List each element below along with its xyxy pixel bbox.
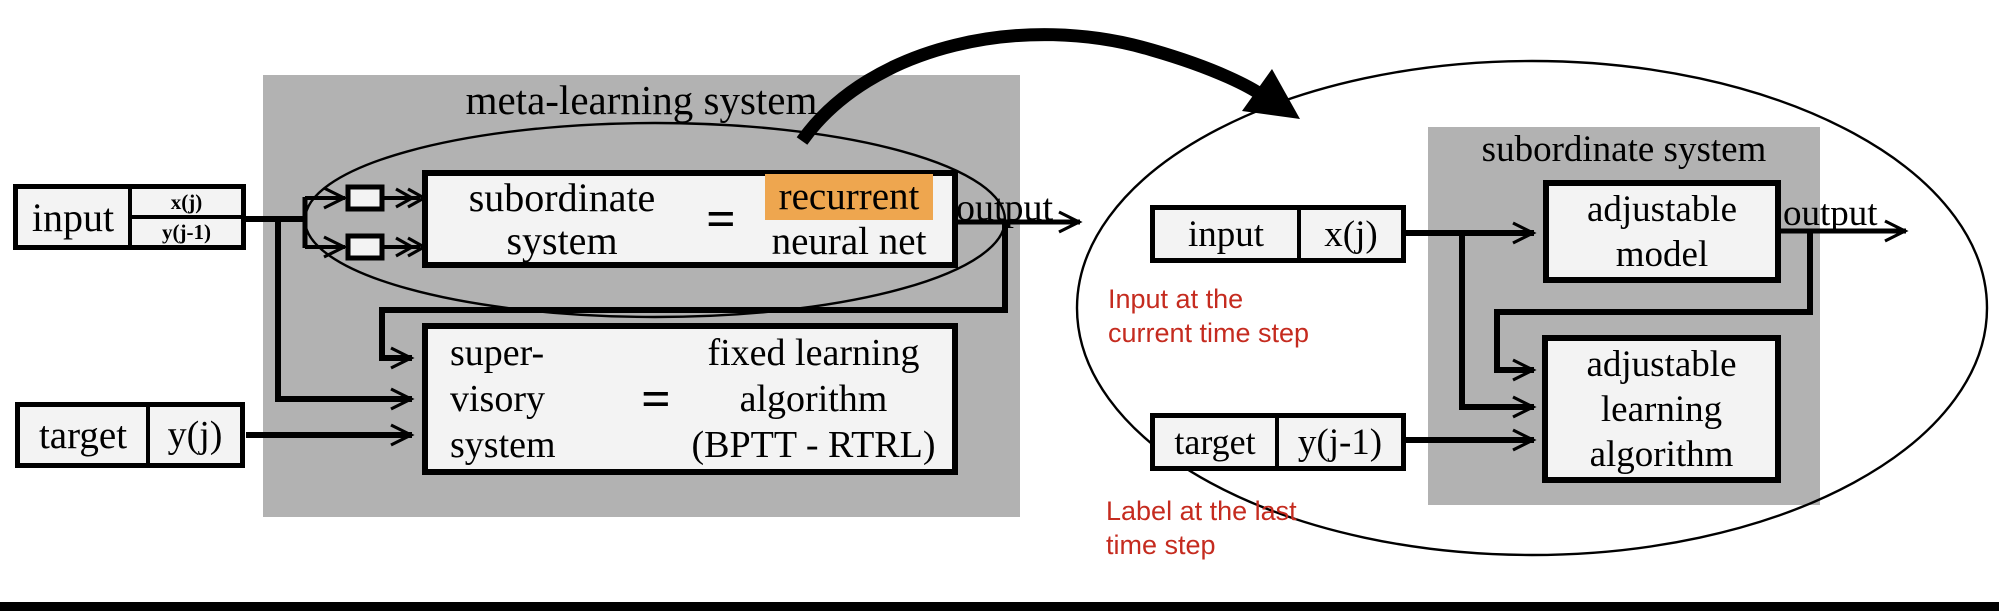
adjustable-learning-line2: learning (1600, 388, 1723, 430)
adjustable-learning-box: adjustable learning algorithm (1542, 335, 1781, 483)
adjustable-learning-text: adjustable learning algorithm (1548, 341, 1775, 477)
detail-feedback-line (1494, 231, 1813, 382)
detail-target-value: y(j-1) (1297, 421, 1383, 463)
supervisory-definition: fixed learning algorithm (BPTT - RTRL) (687, 330, 940, 468)
subordinate-name-line2: system (506, 218, 618, 263)
input-to-supervisory-line (275, 219, 415, 411)
supervisory-name-line2: visory (450, 378, 545, 420)
detail-target-label: target (1155, 418, 1279, 466)
connector-rect-bottom (345, 233, 385, 261)
input-signal-column: x(j) y(j-1) (132, 189, 241, 245)
supervisory-name-line3: system (450, 424, 556, 466)
recurrent-highlight: recurrent (756, 174, 942, 220)
bottom-rule (0, 602, 1999, 611)
output-feedback-line (379, 222, 1008, 370)
input-signal-xj: x(j) (132, 189, 241, 219)
double-chevron-icon (395, 187, 416, 209)
double-chevron-icon (395, 236, 416, 258)
supervisory-name-line1: super- (450, 332, 545, 374)
output-label-left: output (956, 187, 1054, 229)
target-annotation-line1: Label at the last (1106, 496, 1297, 526)
input-signal-yj1: y(j-1) (162, 219, 211, 244)
subordinate-name: subordinate system (438, 176, 686, 262)
supervisory-system-box: super- visory system = fixed learning al… (422, 323, 958, 475)
subordinate-system-box: subordinate system = recurrent neural ne… (422, 170, 958, 268)
detail-input-box: input x(j) (1150, 205, 1406, 263)
right-system-ellipse (1075, 59, 1989, 557)
subordinate-definition: recurrent neural net (756, 174, 942, 264)
target-box: target y(j) (15, 402, 245, 468)
subordinate-system-title: subordinate system (1481, 129, 1767, 170)
detail-target-box: target y(j-1) (1150, 413, 1406, 471)
supervisory-name: super- visory system (440, 330, 625, 468)
input-annotation-line2: current time step (1108, 318, 1310, 348)
target-label: target (20, 407, 150, 463)
supervisory-def-line1: fixed learning (707, 332, 920, 374)
target-value: y(j) (167, 414, 223, 456)
connector-rect-top (345, 184, 385, 212)
target-annotation: Label at the last time step (1106, 494, 1297, 562)
subordinate-name-line1: subordinate (468, 175, 656, 220)
adjustable-model-box: adjustable model (1543, 180, 1781, 283)
adjustable-learning-line1: adjustable (1586, 343, 1737, 385)
detail-input-value: x(j) (1324, 213, 1378, 255)
neural-net-line: neural net (771, 220, 927, 263)
adjustable-model-line1: adjustable (1586, 188, 1737, 230)
recurrent-highlight-text: recurrent (764, 174, 934, 220)
input-annotation-line1: Input at the (1108, 284, 1244, 314)
input-label: input (18, 189, 132, 245)
meta-learning-title: meta-learning system (465, 77, 818, 123)
target-annotation-line2: time step (1106, 530, 1216, 560)
supervisory-def-line2: algorithm (739, 378, 888, 420)
meta-to-detail-arrowhead-icon (1242, 69, 1300, 119)
adjustable-model-text: adjustable model (1549, 186, 1775, 277)
equals-sign: = (706, 190, 736, 248)
meta-to-detail-arrow (796, 28, 1267, 145)
detail-input-label: input (1155, 210, 1301, 258)
equals-sign: = (641, 370, 671, 428)
output-label-right: output (1783, 193, 1878, 234)
input-annotation: Input at the current time step (1108, 282, 1309, 350)
adjustable-learning-line3: algorithm (1589, 433, 1734, 475)
adjustable-model-line2: model (1615, 233, 1709, 275)
detail-input-branch-line (1459, 233, 1537, 419)
input-box: input x(j) y(j-1) (13, 184, 246, 250)
supervisory-def-line3: (BPTT - RTRL) (691, 424, 936, 466)
